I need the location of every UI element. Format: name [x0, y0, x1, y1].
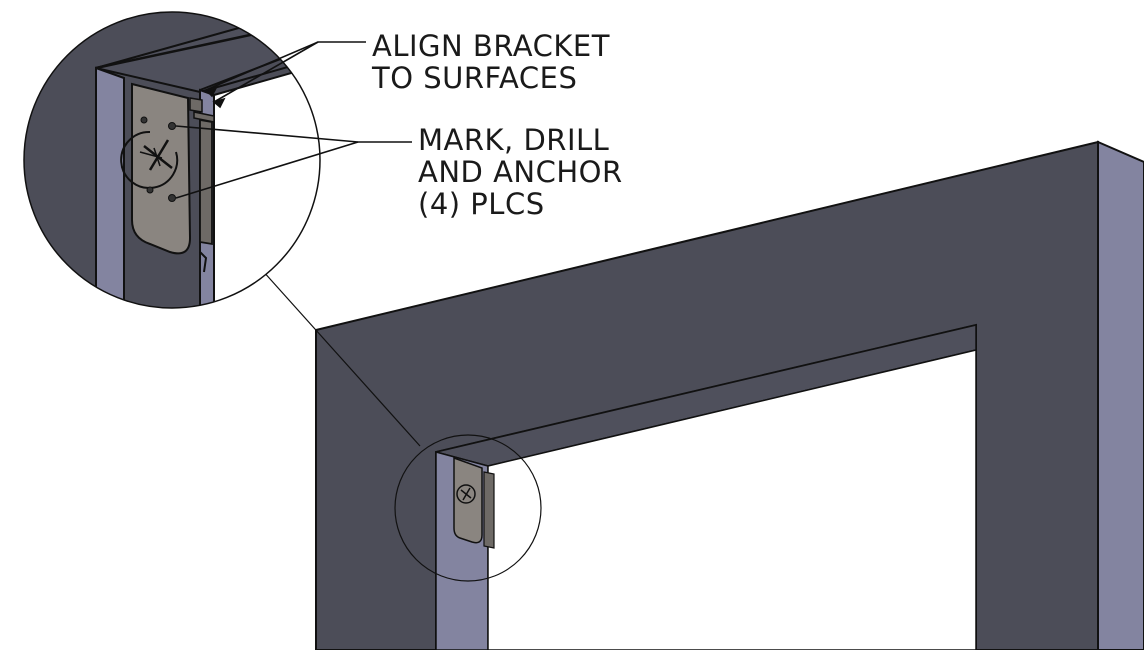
callout-align-line-1: ALIGN BRACKET	[372, 29, 610, 63]
align-leader-arrow-1	[204, 86, 218, 98]
anchor-hole-4	[146, 186, 154, 194]
callout-leaders	[175, 41, 412, 199]
callout-mark-drill-anchor: MARK, DRILL AND ANCHOR (4) PLCS	[418, 124, 623, 220]
magnified-view-circle	[23, 11, 321, 309]
bracket-tab-mid	[193, 111, 215, 123]
bracket-plate-small	[453, 456, 483, 544]
detail-opening	[213, 60, 320, 308]
bracket-tab-top	[189, 97, 203, 113]
door-frame	[315, 140, 1144, 650]
bracket-flange-detail	[199, 118, 213, 246]
bracket-slot-mark-small	[460, 487, 472, 501]
detail-callout-circle	[394, 434, 542, 582]
align-leader-arrow-2	[212, 97, 226, 109]
frame-right-side	[1097, 140, 1144, 650]
callout-mark-line-3: (4) PLCS	[418, 187, 545, 221]
callout-mark-line-2: AND ANCHOR	[418, 155, 623, 189]
callout-align-line-2: TO SURFACES	[372, 61, 578, 95]
bracket-flange-small	[483, 471, 495, 549]
callout-align-bracket: ALIGN BRACKET TO SURFACES	[372, 30, 610, 94]
bracket-detail	[120, 82, 215, 273]
detail-jamb-side	[95, 66, 125, 308]
mark-leader-2	[175, 141, 359, 199]
align-leader-2	[213, 41, 319, 103]
anchor-hole-1	[168, 122, 176, 130]
bracket-plate-detail	[131, 82, 192, 255]
bracket-hole-small	[456, 484, 476, 504]
frame-opening	[487, 349, 977, 650]
detail-view	[24, 12, 320, 308]
detail-leader-line	[261, 269, 421, 447]
bracket-hole-detail	[120, 130, 179, 189]
bracket-small	[453, 456, 495, 549]
anchor-hole-3	[140, 116, 148, 124]
anchor-hole-2	[168, 194, 176, 202]
callout-mark-line-1: MARK, DRILL	[418, 123, 610, 157]
